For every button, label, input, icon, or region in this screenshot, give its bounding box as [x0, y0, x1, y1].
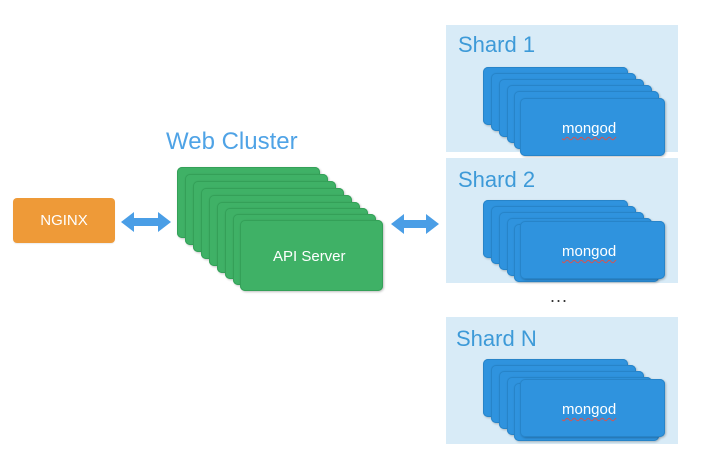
- mongod-label: mongod: [562, 120, 617, 137]
- nginx-label: NGINX: [40, 212, 88, 229]
- shard-title: Shard 2: [458, 167, 536, 192]
- mongod-card-front: mongod: [520, 221, 665, 279]
- api-server-label: API Server: [273, 248, 346, 265]
- mongod-card-front: mongod: [520, 98, 665, 156]
- shard-title: Shard N: [456, 326, 537, 351]
- double-arrow-icon: [391, 214, 439, 234]
- mongod-card-front: mongod: [520, 379, 665, 437]
- mongod-label: mongod: [562, 401, 617, 418]
- mongod-label: mongod: [562, 243, 617, 260]
- shard-panel: Shard N mongod: [446, 317, 678, 444]
- shard-panel: Shard 2 mongod: [446, 158, 678, 283]
- nginx-box: NGINX: [13, 198, 115, 243]
- shard-panel: Shard 1 mongod: [446, 25, 678, 156]
- more-shards-ellipsis: ...: [550, 286, 569, 306]
- shard-title: Shard 1: [458, 32, 536, 57]
- web-cluster-title: Web Cluster: [166, 128, 298, 155]
- double-arrow-icon: [121, 212, 171, 232]
- api-server-card-front: API Server: [240, 220, 383, 291]
